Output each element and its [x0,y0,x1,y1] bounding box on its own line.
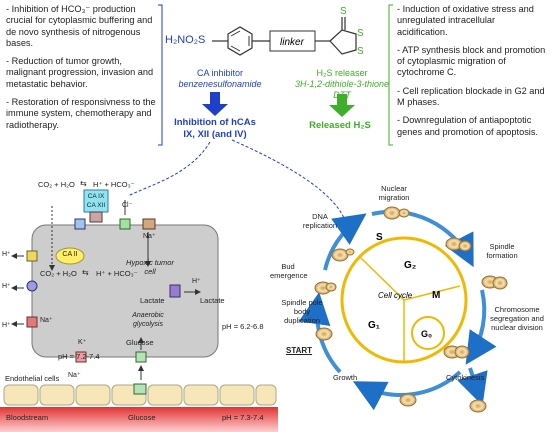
ca-inhibitor-caption: CA inhibitor benzenesulfonamide [165,68,275,90]
ring-sulfur-2: S [357,46,364,57]
anaerobic-glycolysis-label: Anaerobic glycolysis [132,312,164,328]
bloodstream-band [0,407,278,432]
released-h2s-label: Released H₂S [309,120,371,131]
glucose-transporter [135,351,147,363]
ca-ii-enzyme [55,247,85,265]
equilibrium-top: ⇆ [80,179,87,188]
ph-blood-label: pH = 7.3-7.4 [222,413,264,422]
blue-down-arrow [202,92,228,116]
endothelial-cells [3,384,277,406]
lactate-in-label: Lactate [140,296,165,305]
mct-transporter [169,284,181,298]
endothelial-glucose-transporter [133,383,147,395]
na-left-label: Na⁺ [40,317,53,324]
glucose-in-label: Glucose [126,338,154,347]
co2-top-label: CO₂ + H₂O [38,180,75,189]
left-bracket [158,4,163,146]
right-effect-2: - ATP synthesis block and promotion of c… [397,44,546,78]
hypoxic-tumor-cell-label: Hypoxic tumor cell [126,258,174,276]
h-left-2: H⁺ [2,283,11,290]
chloride-label: Cl⁻ [122,202,133,209]
ca-ix-xii-labels: CA IX CA XII [84,192,108,210]
dashed-link-to-ca [127,141,211,197]
transporter-left-3 [26,316,38,328]
spindle-formation-label: Spindle formation [486,242,518,260]
h-left-3: H⁺ [2,322,11,329]
co2-bottom-label: CO₂ + H₂O [40,269,77,278]
h-hco3-top-label: H⁺ + HCO₃⁻ [93,180,135,189]
green-down-arrow [329,94,355,117]
sulfonamide-group-label: H₂NO₂S [165,34,206,46]
right-effect-3: - Cell replication blockade in G2 and M … [397,85,545,108]
start-label: START [286,346,313,355]
dithiolethione-ring [329,17,357,55]
na-k-pump [75,351,87,363]
cytokinesis-label: Cytokinesis [446,373,485,382]
chromosome-segregation-label: Chromosome segregation and nuclear divis… [490,305,544,332]
right-effects-list: - Induction of oxidative stress and unre… [397,4,547,145]
k-label: K⁺ [78,339,87,346]
phase-g1-label: G₁ [368,320,380,331]
inhibition-label: Inhibition of hCAs IX, XII (and IV) [174,117,256,140]
ca-ii-label: CA II [62,251,78,258]
linker-label: linker [280,37,305,48]
transporter-top-3 [142,218,156,230]
endothelial-label: Endothelial cells [5,374,60,383]
tumor-cell-body [31,224,219,358]
nuclear-migration-label: Nuclear migration [378,184,410,202]
h2s-releaser-name: 3H-1,2-dithiole-3-thione [294,79,390,89]
right-bracket [388,4,393,146]
bloodstream-label: Bloodstream [6,413,49,422]
ca-ix-label: CA IX [87,193,105,200]
ring-sulfur-1: S [357,28,364,39]
growth-label: Growth [333,373,358,382]
cell-cycle-inner-ring [340,236,468,364]
transporter-top-2 [119,218,131,230]
phase-g2-label: G₂ [404,260,416,271]
glucose-blood-label: Glucose [128,413,156,422]
transporter-left-2 [26,280,38,292]
transporter-left-1 [26,250,38,262]
ph-intracellular: pH = 7.2-7.4 [58,352,100,361]
right-effect-1: - Induction of oxidative stress and unre… [397,4,534,37]
ph-extracellular: pH = 6.2-6.8 [222,322,264,331]
h-hco3-bottom-label: H⁺ + HCO₃⁻ [96,269,138,278]
left-effect-2: - Reduction of tumor growth, malignant p… [6,56,154,89]
left-effect-1: - Inhibition of HCO₃⁻ production crucial… [6,4,153,48]
na-top-label: Na⁺ [143,233,156,240]
phase-s-label: S [376,232,383,243]
thione-sulfur: S [340,6,347,17]
ca-inhibitor-name: benzenesulfonamide [178,79,262,89]
yeast-cells [314,206,508,413]
lactate-out-label: Lactate [200,296,225,305]
h-lactate-label: H⁺ [192,278,201,285]
left-effect-3: - Restoration of responsivness to the im… [6,97,156,130]
right-effect-4: - Downregulation of antiapoptotic genes … [397,115,538,137]
ca-xii-label: CA XII [86,202,106,209]
equilibrium-bottom: ⇆ [82,268,89,277]
bud-emergence-label: Bud emergence [270,262,308,280]
ca-inhibitor-title: CA inhibitor [196,68,244,78]
h-left-1: H⁺ [2,251,11,258]
dna-replication-label: DNA replication [302,212,338,230]
transporter-top-1 [74,218,86,230]
benzene-ring [212,26,270,56]
na-bottom-label: Na⁺ [68,372,81,379]
phase-m-label: M [432,290,440,301]
left-effects-list: - Inhibition of HCO₃⁻ production crucial… [6,4,156,138]
phase-g0-label: G₀ [421,329,432,339]
spindle-pole-label: Spindle pole body duplication [281,298,323,325]
cell-cycle-center-label: Cell cycle [378,291,413,300]
h2s-releaser-title: H₂S releaser [316,68,368,78]
